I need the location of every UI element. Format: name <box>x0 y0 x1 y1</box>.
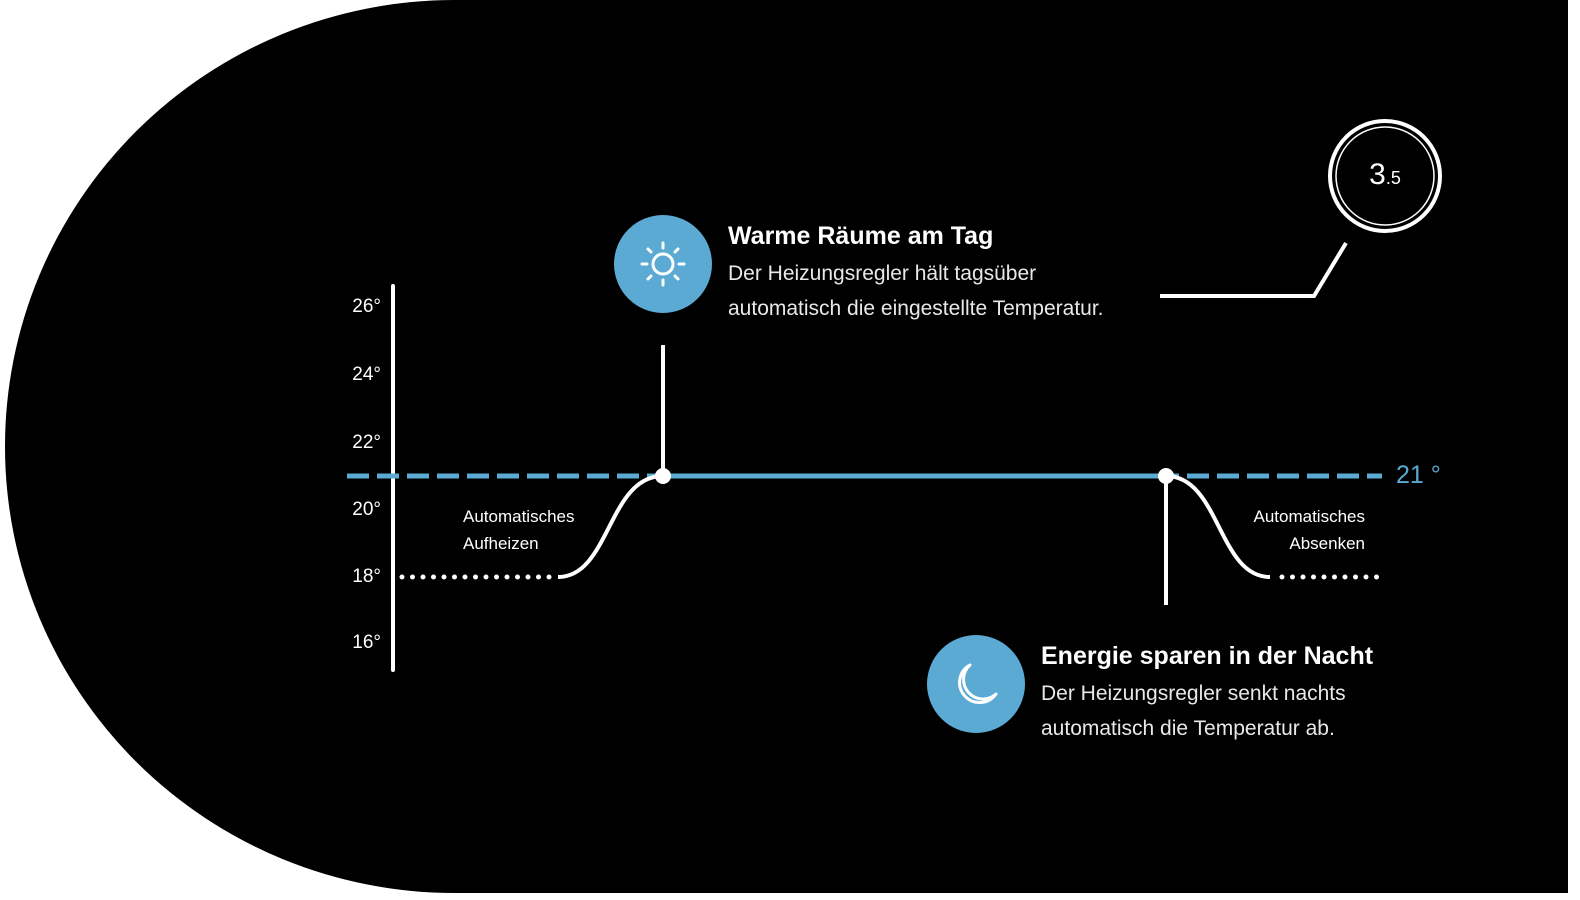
night-desc-2: automatisch die Temperatur ab. <box>1041 717 1335 740</box>
tick-24: 24° <box>352 364 381 385</box>
badge-sub: .5 <box>1385 168 1401 188</box>
badge-outer-ring <box>1328 119 1442 233</box>
lower-label-2: Absenken <box>1289 534 1365 553</box>
setpoint-label: 21 ° <box>1396 461 1441 489</box>
moon-icon <box>927 635 1025 733</box>
tick-18: 18° <box>352 566 381 587</box>
night-desc-1: Der Heizungsregler senkt nachts <box>1041 682 1346 705</box>
night-marker <box>1158 468 1174 484</box>
heat-up-label-1: Automatisches <box>463 507 575 526</box>
badge-main: 3 <box>1369 158 1386 191</box>
day-marker <box>655 468 671 484</box>
sun-icon <box>614 215 712 313</box>
heat-up-label-2: Aufheizen <box>463 534 539 553</box>
badge-inner-ring <box>1335 126 1435 226</box>
heat-up-curve <box>557 474 664 579</box>
night-title: Energie sparen in der Nacht <box>1041 642 1374 670</box>
lower-curve <box>1165 474 1271 579</box>
tick-22: 22° <box>352 432 381 453</box>
tick-16: 16° <box>352 632 381 653</box>
day-desc-1: Der Heizungsregler hält tagsüber <box>728 262 1037 285</box>
background-shape <box>5 0 1568 893</box>
day-title: Warme Räume am Tag <box>728 222 994 250</box>
tick-26: 26° <box>352 296 381 317</box>
badge-callout-line <box>1160 241 1348 298</box>
tick-20: 20° <box>352 499 381 520</box>
day-desc-2: automatisch die eingestellte Temperatur. <box>728 297 1104 320</box>
lower-label-1: Automatisches <box>1253 507 1366 526</box>
badge-value: 3.5 <box>1335 158 1435 192</box>
